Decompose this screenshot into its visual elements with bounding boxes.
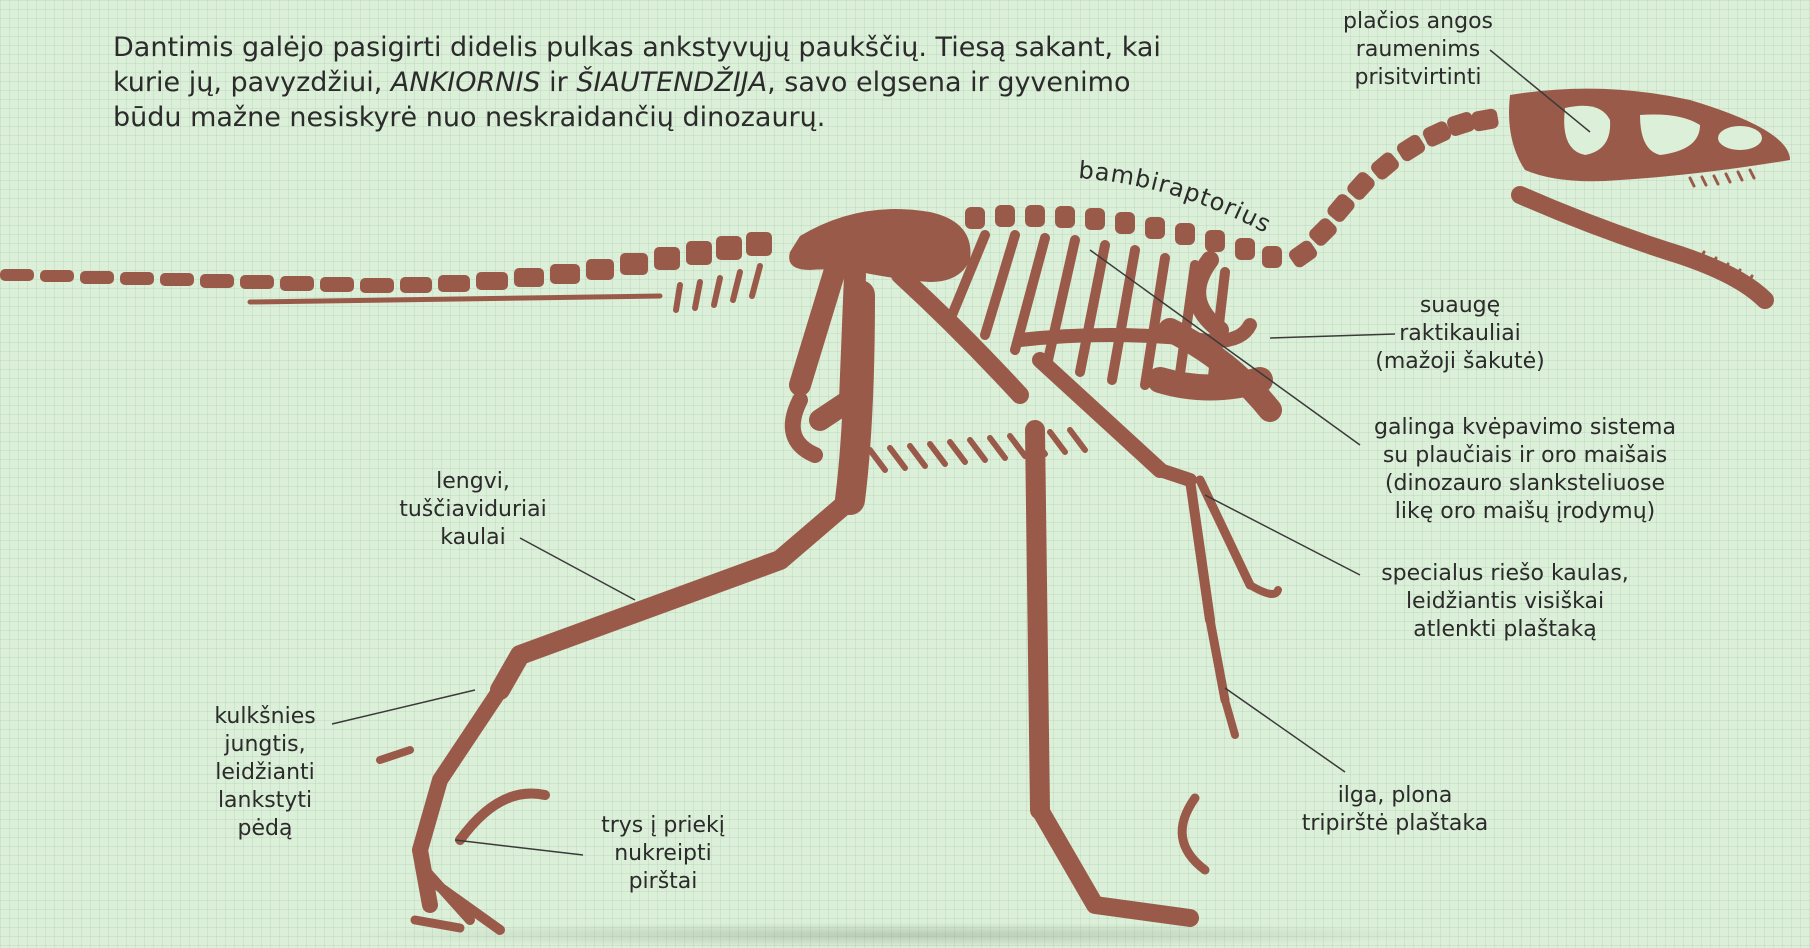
species-ankiornis: ANKIORNIS bbox=[391, 67, 541, 98]
label-hand: ilga, plona tripirštė plaštaka bbox=[1280, 782, 1510, 838]
intro-paragraph: Dantimis galėjo pasigirti didelis pulkas… bbox=[113, 30, 1193, 135]
lower-jaw bbox=[1520, 195, 1765, 300]
label-jaw-muscles: plačios angos raumenims prisitvirtinti bbox=[1318, 8, 1518, 92]
label-furcula: suaugę raktikauliai (mažoji šakutė) bbox=[1360, 292, 1560, 376]
far-tibia bbox=[1035, 430, 1040, 810]
tail-chevrons bbox=[676, 266, 760, 310]
far-knee bbox=[793, 400, 815, 455]
far-foot bbox=[1040, 810, 1190, 918]
scapula bbox=[1197, 260, 1220, 330]
gastralia bbox=[870, 430, 1085, 470]
tail-rod bbox=[250, 296, 660, 302]
far-claw bbox=[1182, 798, 1205, 870]
sickle-claw bbox=[460, 793, 545, 840]
label-breathing-system: galinga kvėpavimo sistema su plaučiais i… bbox=[1355, 414, 1695, 526]
toe-3 bbox=[415, 920, 460, 928]
sternum bbox=[1160, 380, 1260, 388]
hallux bbox=[380, 750, 410, 760]
label-wrist-bone: specialus riešo kaulas, leidžiantis visi… bbox=[1365, 560, 1645, 644]
label-forward-toes: trys į priekį nukreipti pirštai bbox=[573, 812, 753, 896]
neck-vertebrae bbox=[1287, 108, 1500, 270]
pubis bbox=[800, 270, 835, 385]
intro-text-2: ir bbox=[541, 67, 577, 98]
label-hollow-bones: lengvi, tuščiaviduriai kaulai bbox=[378, 468, 568, 552]
leader-ankle bbox=[332, 690, 475, 724]
metacarpal bbox=[1210, 620, 1225, 700]
leader-hand bbox=[1225, 688, 1345, 772]
tail-vertebrae bbox=[0, 232, 772, 293]
species-siautendzija: ŠIAUTENDŽIJA bbox=[576, 67, 767, 98]
wrist-bone bbox=[1250, 585, 1278, 594]
leader-toes bbox=[455, 840, 583, 855]
femur bbox=[850, 295, 860, 500]
finger bbox=[1225, 700, 1235, 735]
pelvis bbox=[789, 209, 970, 282]
label-ankle-joint: kulkšnies jungtis, leidžianti lankstyti … bbox=[190, 703, 340, 843]
